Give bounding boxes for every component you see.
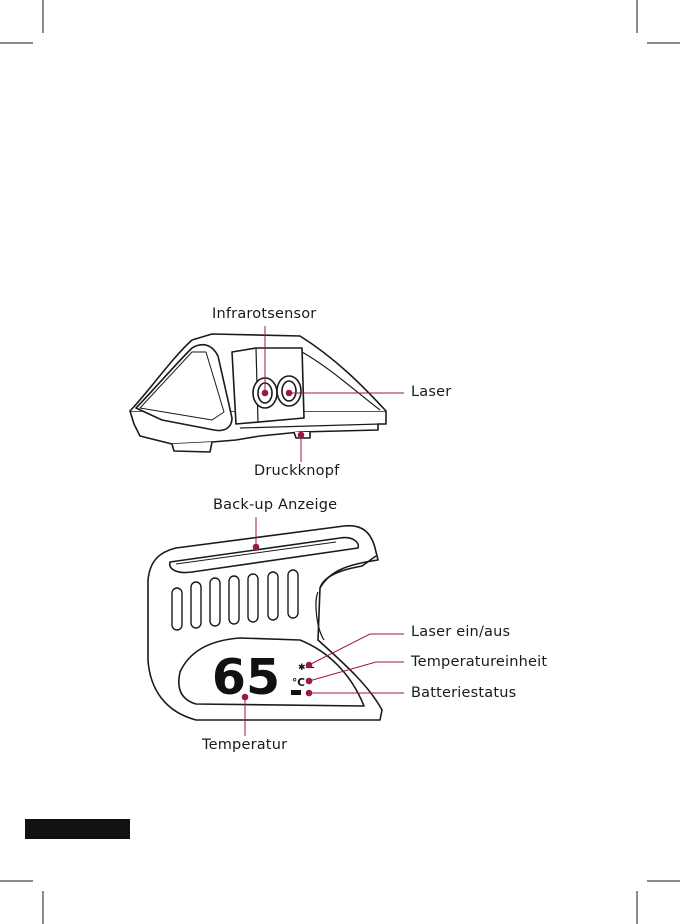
label-battery-status: Batteriestatus (411, 685, 516, 701)
label-temperature-unit: Temperatureinheit (411, 654, 547, 670)
label-temperature: Temperatur (202, 737, 287, 753)
label-push-button: Druckknopf (254, 463, 339, 479)
label-laser: Laser (411, 384, 451, 400)
label-infrared-sensor: Infrarotsensor (212, 306, 316, 322)
lcd-battery-icon (291, 690, 301, 695)
label-laser-on-off: Laser ein/aus (411, 624, 510, 640)
label-backup-display: Back-up Anzeige (213, 497, 337, 513)
page-number-bar (25, 819, 130, 839)
lcd-unit-symbol: °C (292, 677, 305, 689)
